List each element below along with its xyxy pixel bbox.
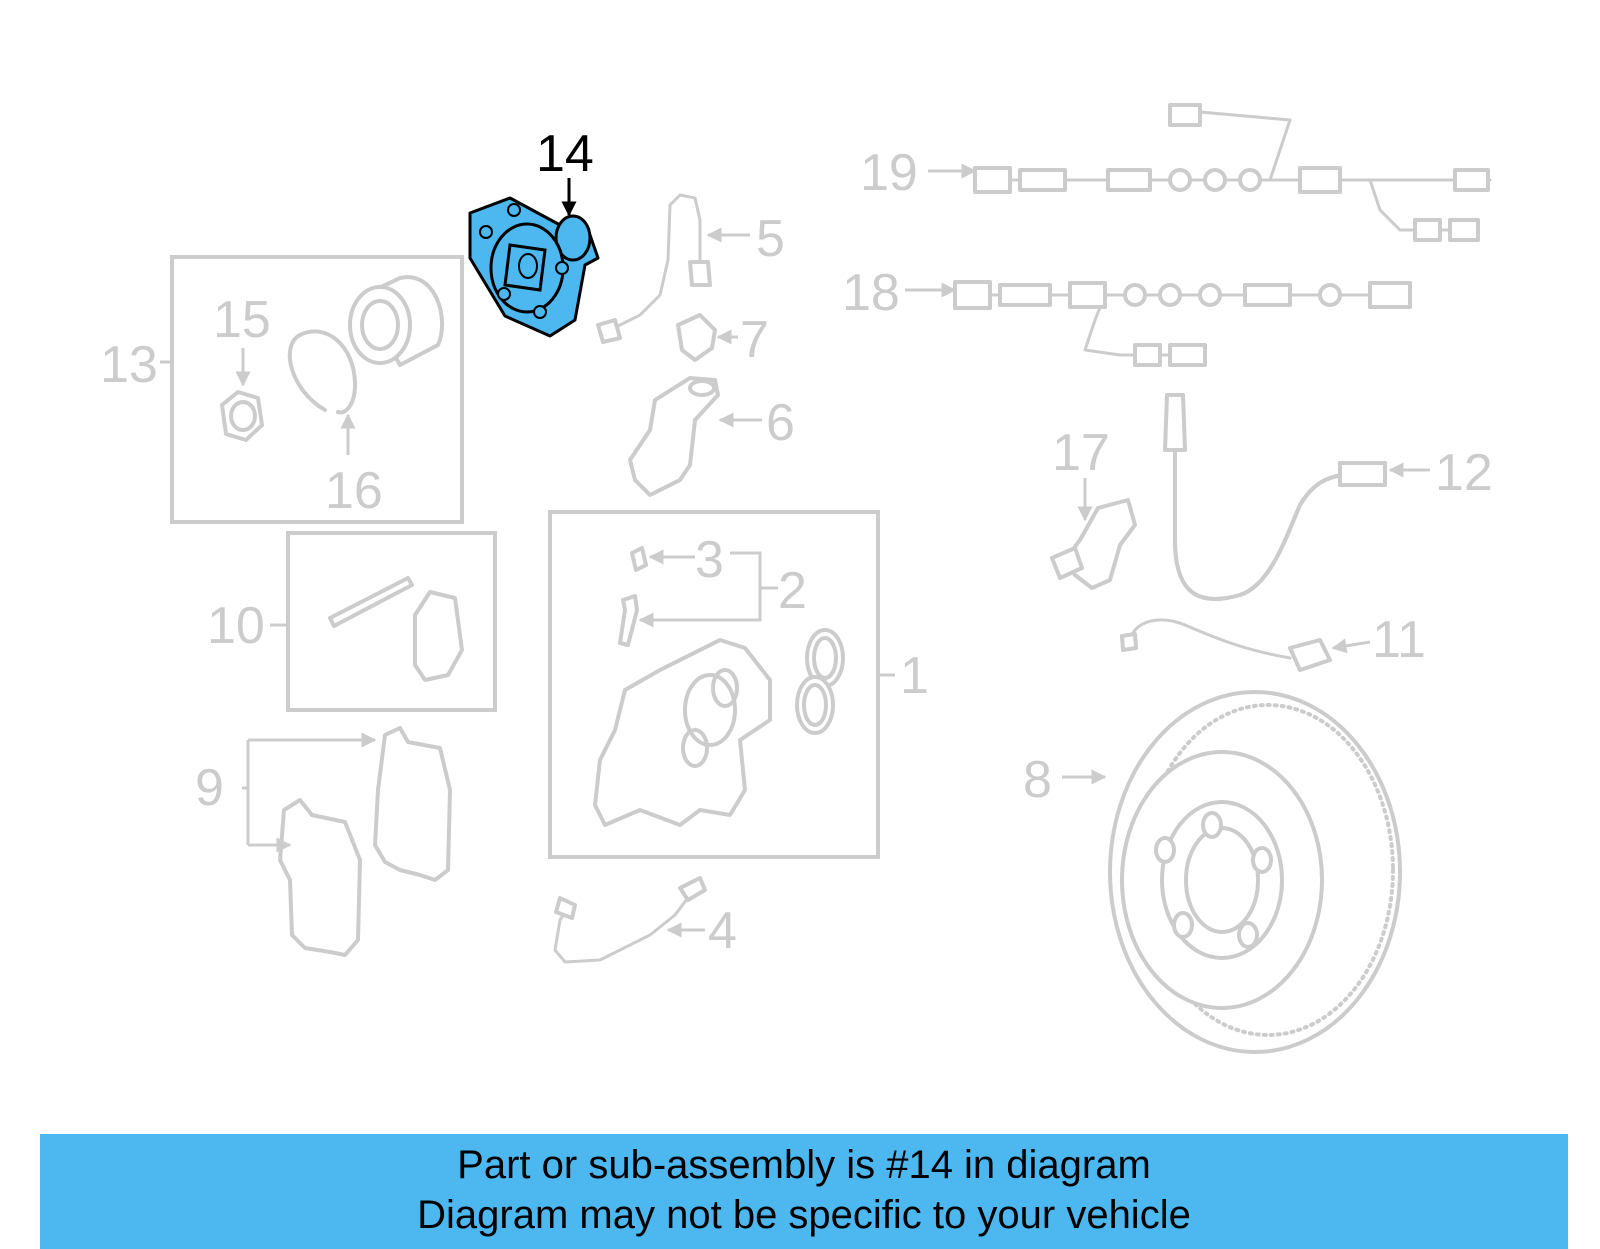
part-15-axle-nut[interactable] bbox=[220, 390, 264, 442]
callout-15: 15 bbox=[213, 291, 271, 349]
part-6-bracket[interactable] bbox=[628, 376, 720, 497]
part-11-wear-sensor-wire[interactable] bbox=[1120, 618, 1332, 672]
callout-18: 18 bbox=[842, 264, 900, 322]
callout-11: 11 bbox=[1372, 611, 1426, 669]
part-7-clip[interactable] bbox=[676, 313, 717, 362]
callout-17: 17 bbox=[1052, 424, 1110, 482]
caliper-seals[interactable] bbox=[795, 628, 845, 735]
callout-7: 7 bbox=[740, 311, 769, 369]
callout-9: 9 bbox=[195, 759, 224, 817]
wheel-bearing[interactable] bbox=[348, 275, 444, 367]
callout-16: 16 bbox=[325, 462, 383, 520]
callout-2: 2 bbox=[778, 562, 807, 620]
part-16-circlip[interactable] bbox=[287, 329, 357, 415]
callout-5: 5 bbox=[756, 210, 785, 268]
banner-line-1: Part or sub-assembly is #14 in diagram bbox=[457, 1143, 1151, 1187]
part-17-abs-sensor[interactable] bbox=[1050, 498, 1137, 590]
part-19-wear-sensor[interactable] bbox=[973, 103, 1492, 242]
part-5-brake-line[interactable] bbox=[608, 193, 702, 332]
callout-1: 1 bbox=[900, 647, 929, 705]
callout-8: 8 bbox=[1023, 751, 1052, 809]
part-18-wear-sensor[interactable] bbox=[953, 280, 1412, 367]
callout-12: 12 bbox=[1435, 444, 1493, 502]
kit-10-box bbox=[286, 531, 497, 712]
callout-3: 3 bbox=[695, 531, 724, 589]
part-2-caliper-bolt[interactable] bbox=[618, 594, 639, 647]
banner-line-2: Diagram may not be specific to your vehi… bbox=[417, 1193, 1191, 1237]
part-14-wheel-hub[interactable] bbox=[468, 196, 600, 338]
callout-6: 6 bbox=[766, 394, 795, 452]
part-8-brake-rotor[interactable] bbox=[1108, 690, 1402, 1054]
part-10-pad-hardware[interactable] bbox=[328, 576, 464, 682]
kit-13-box bbox=[170, 255, 464, 524]
callout-10: 10 bbox=[207, 597, 265, 655]
part-3-bleeder-screw[interactable] bbox=[630, 546, 648, 572]
callout-13: 13 bbox=[100, 336, 158, 394]
part-4-brake-line[interactable] bbox=[553, 883, 702, 964]
info-banner: Part or sub-assembly is #14 in diagram D… bbox=[40, 1134, 1568, 1249]
part-12-brake-hose[interactable] bbox=[1163, 393, 1387, 602]
callout-14: 14 bbox=[536, 125, 594, 183]
part-9-brake-pads[interactable] bbox=[278, 726, 452, 957]
part-1-brake-caliper[interactable] bbox=[593, 638, 772, 827]
callout-19: 19 bbox=[860, 144, 918, 202]
callout-4: 4 bbox=[708, 902, 737, 960]
kit-1-box bbox=[548, 510, 880, 859]
